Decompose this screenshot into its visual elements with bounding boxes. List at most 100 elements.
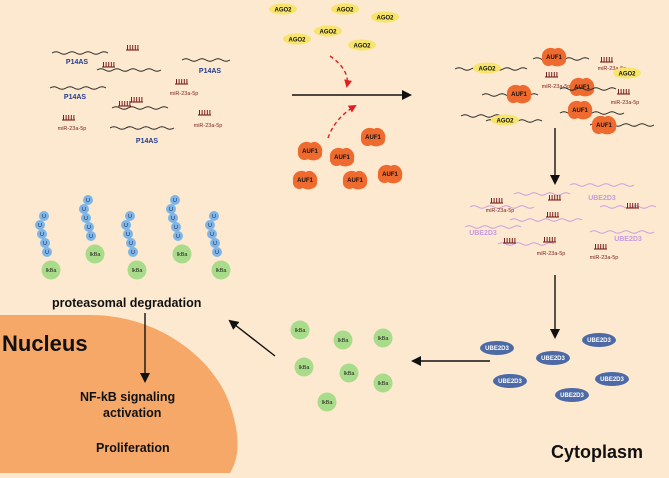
mir-23a-5p-duplex xyxy=(118,101,131,107)
ikba-free-4 xyxy=(294,357,314,377)
ubiquitin-label: U xyxy=(124,223,128,229)
ubiquitin xyxy=(84,222,94,232)
ago2-protein-1-label: AGO2 xyxy=(274,7,292,13)
ube2d3-mrna xyxy=(513,192,571,196)
ubiquitin-label: U xyxy=(84,216,88,222)
ubiquitin xyxy=(170,195,180,205)
auf1-bound-2 xyxy=(506,84,532,104)
ago2-bound-1 xyxy=(473,62,501,74)
mir-23a-5p-duplex xyxy=(130,97,143,103)
ubiquitin xyxy=(123,229,133,239)
ikba-ubiquitinated-1-label: IkBa xyxy=(45,268,57,274)
ubiquitin-label: U xyxy=(173,198,177,204)
nucleus-label: Nucleus xyxy=(2,331,88,356)
ago2-protein-3 xyxy=(371,11,399,23)
ikba-free-3 xyxy=(373,328,393,348)
auf1-protein-3 xyxy=(329,147,355,167)
ubiquitin xyxy=(125,211,135,221)
ubiquitin xyxy=(205,220,215,230)
ube2d3-protein-3-label: UBE2D3 xyxy=(541,356,565,362)
mir-label-8: miR-23a-5p xyxy=(537,251,566,257)
ubiquitin xyxy=(86,231,96,241)
ubiquitin-label: U xyxy=(42,214,46,220)
ube2d3-protein-5-label: UBE2D3 xyxy=(600,377,624,383)
ube2d3-mrna xyxy=(509,218,583,222)
mir-label-2: miR-23a-5p xyxy=(58,126,87,132)
ubiquitin xyxy=(210,238,220,248)
auf1-bound-2-label: AUF1 xyxy=(511,92,527,98)
ikba-free-2-label: IkBa xyxy=(337,338,349,344)
mir-23a-5p-strand xyxy=(594,244,607,250)
ubiquitin-label: U xyxy=(43,241,47,247)
ubiquitin xyxy=(81,213,91,223)
auf1-protein-4-label: AUF1 xyxy=(382,172,398,178)
ikba-ubiquitinated-1 xyxy=(41,260,61,280)
red-dashed-arrow-auf1 xyxy=(327,104,357,139)
auf1-protein-3-label: AUF1 xyxy=(334,155,350,161)
p14as-transcript xyxy=(111,106,169,110)
ubiquitin-label: U xyxy=(82,207,86,213)
auf1-bound-1-label: AUF1 xyxy=(546,55,562,61)
ubiquitin-label: U xyxy=(210,232,214,238)
auf1-bound-3 xyxy=(569,77,595,97)
nfkb-label-line1: NF-kB signaling xyxy=(80,390,175,404)
ikba-free-7-label: IkBa xyxy=(321,400,333,406)
ikba-free-1 xyxy=(290,320,310,340)
ube2d3-protein-6 xyxy=(555,388,589,402)
ubiquitin xyxy=(128,247,138,257)
ago2-bound-2 xyxy=(613,67,641,79)
mir-label-9: miR-23a-5p xyxy=(590,255,619,261)
ubiquitin-label: U xyxy=(212,214,216,220)
ikba-free-5-label: IkBa xyxy=(343,371,355,377)
ube2d3-mrna xyxy=(569,183,635,187)
arrow-to-degradation xyxy=(228,319,276,357)
ikba-free-6-label: IkBa xyxy=(377,381,389,387)
ago2-protein-2-label: AGO2 xyxy=(336,7,354,13)
ube2d3-protein-1 xyxy=(480,341,514,355)
ube2d3-mrna-label-3: UBE2D3 xyxy=(614,236,642,243)
ube2d3-mrna xyxy=(469,205,535,209)
ago2-protein-2 xyxy=(331,3,359,15)
auf1-bound-5 xyxy=(591,115,617,135)
ago2-protein-6 xyxy=(348,39,376,51)
ube2d3-mrna-label-2: UBE2D3 xyxy=(469,230,497,237)
mir-23a-5p-strand xyxy=(175,79,188,85)
mir-23a-5p-strand xyxy=(62,115,75,121)
p14as-transcript xyxy=(181,58,231,62)
ubiquitin-label: U xyxy=(174,225,178,231)
p14as-label-4: P14AS xyxy=(136,138,159,145)
ikba-free-2 xyxy=(333,330,353,350)
ubiquitin xyxy=(42,247,52,257)
ikba-ubiquitinated-4-label: IkBa xyxy=(176,252,188,258)
ubiquitin-label: U xyxy=(86,198,90,204)
proteasomal-degradation-label: proteasomal degradation xyxy=(52,296,201,310)
p14as-transcript xyxy=(96,68,162,72)
auf1-bound-4-label: AUF1 xyxy=(572,108,588,114)
ubiquitin xyxy=(212,247,222,257)
auf1-protein-2-label: AUF1 xyxy=(302,149,318,155)
ago2-protein-5 xyxy=(283,33,311,45)
p14as-transcript xyxy=(109,126,175,130)
mir-label-4: miR-23a-5p xyxy=(598,66,627,72)
ago2-protein-1 xyxy=(269,3,297,15)
ikba-free-5 xyxy=(339,363,359,383)
ube2d3-protein-4-label: UBE2D3 xyxy=(498,379,522,385)
mir-23a-5p-strand xyxy=(617,89,630,95)
ubiquitin-label: U xyxy=(215,250,219,256)
ubiquitin xyxy=(171,222,181,232)
ube2d3-protein-6-label: UBE2D3 xyxy=(560,393,584,399)
ubiquitin xyxy=(207,229,217,239)
auf1-protein-4 xyxy=(377,164,403,184)
mir-label-1: miR-23a-5p xyxy=(170,91,199,97)
auf1-protein-2 xyxy=(297,141,323,161)
ikba-free-3-label: IkBa xyxy=(377,336,389,342)
ago2-bound-2-label: AGO2 xyxy=(618,71,636,77)
auf1-protein-5-label: AUF1 xyxy=(297,178,313,184)
auf1-bound-5-label: AUF1 xyxy=(596,123,612,129)
mir-23a-5p-strand xyxy=(546,212,559,218)
ago2-protein-6-label: AGO2 xyxy=(353,43,371,49)
mir-23a-5p-duplex xyxy=(126,45,139,51)
mir-23a-5p-strand xyxy=(543,237,556,243)
ago2-protein-5-label: AGO2 xyxy=(288,37,306,43)
